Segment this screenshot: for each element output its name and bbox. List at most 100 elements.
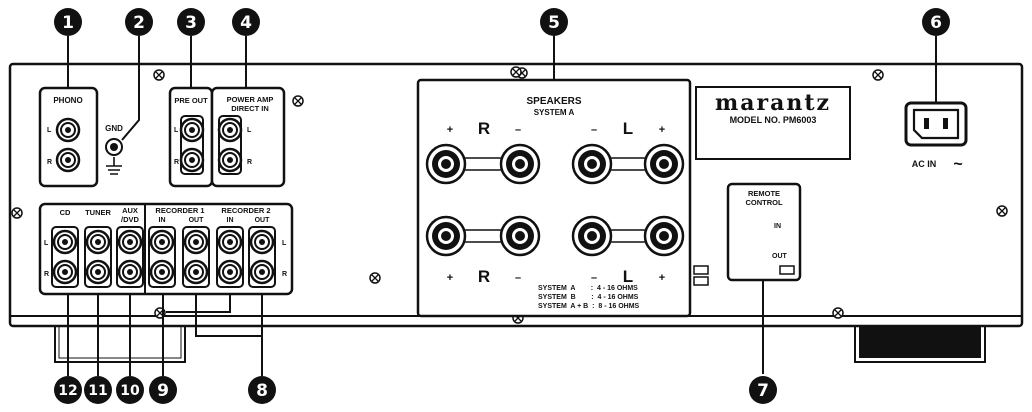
cd-l-jack[interactable] [52, 229, 78, 255]
power-amp-r-label: R [247, 159, 252, 166]
callout-marker: 8 [248, 376, 276, 404]
callout-marker: 7 [749, 376, 777, 404]
callout-number: 3 [185, 13, 197, 33]
spk-b-r-plus: + [447, 272, 453, 284]
spec-system-a: SYSTEM A : 4 - 16 OHMS [538, 285, 638, 292]
callout-marker: 3 [177, 8, 205, 36]
cd-r-jack[interactable] [52, 259, 78, 285]
spk-a-l-plus: + [659, 124, 665, 136]
inputs-l-label-right: L [282, 240, 287, 247]
spk-b-l-plus-terminal[interactable] [643, 215, 685, 257]
callout-number: 8 [256, 381, 268, 401]
phono-l-jack[interactable] [55, 117, 81, 143]
spk-a-l-minus: – [591, 124, 597, 136]
small-switch-1[interactable] [693, 265, 709, 275]
tuner-label: TUNER [85, 208, 111, 217]
spk-b-r-minus-terminal[interactable] [499, 215, 541, 257]
callout-number: 1 [62, 13, 74, 33]
rec2-out-l-jack[interactable] [249, 229, 275, 255]
inputs-l-label-left: L [44, 240, 49, 247]
rec1-in-label: IN [159, 217, 166, 224]
inputs-r-label-right: R [282, 271, 287, 278]
spec-system-b: SYSTEM B : 4 - 16 OHMS [538, 294, 639, 301]
spk-b-l-minus-terminal[interactable] [571, 215, 613, 257]
remote-switch[interactable] [779, 265, 795, 275]
callout-number: 12 [58, 383, 77, 399]
callout-number: 6 [930, 13, 942, 33]
spk-b-l-minus: – [591, 272, 597, 284]
rec1-out-r-jack[interactable] [183, 259, 209, 285]
brand-plate [695, 86, 851, 160]
rec1-in-r-jack[interactable] [149, 259, 175, 285]
cd-label: CD [60, 208, 71, 217]
pre-out-r-label: R [174, 159, 179, 166]
callout-number: 10 [120, 383, 140, 399]
spk-a-r-plus-terminal[interactable] [425, 143, 467, 185]
power-amp-r-jack[interactable] [217, 147, 243, 173]
leader-line [121, 36, 140, 141]
inputs-r-label-left: R [44, 271, 49, 278]
screw-icon [510, 66, 522, 78]
rec2-out-r-jack[interactable] [249, 259, 275, 285]
ground-symbol-icon [106, 157, 122, 175]
spk-a-l-label: L [623, 119, 633, 138]
callout-marker: 10 [116, 376, 144, 404]
tuner-l-jack[interactable] [85, 229, 111, 255]
small-switch-2[interactable] [693, 276, 709, 286]
spk-a-l-plus-terminal[interactable] [643, 143, 685, 185]
rec2-label: RECORDER 2 [221, 206, 270, 215]
spk-b-r-minus: – [515, 272, 521, 284]
ac-pin-left [924, 118, 929, 129]
screw-icon [11, 207, 23, 219]
phono-l-label: L [47, 127, 52, 134]
callout-marker: 1 [54, 8, 82, 36]
aux-r-jack[interactable] [117, 259, 143, 285]
pre-out-title: PRE OUT [174, 96, 208, 105]
aux-label-2: /DVD [121, 215, 140, 224]
remote-in-label: IN [774, 223, 781, 230]
callout-number: 5 [548, 13, 560, 33]
remote-title-1: REMOTE [748, 189, 780, 198]
leader-lines [67, 36, 937, 376]
screw-icon [292, 95, 304, 107]
screw-icon [153, 69, 165, 81]
screw-icon [369, 272, 381, 284]
power-amp-title-2: DIRECT IN [231, 104, 269, 113]
phono-r-jack[interactable] [55, 147, 81, 173]
power-amp-l-jack[interactable] [217, 117, 243, 143]
spk-b-r-plus-terminal[interactable] [425, 215, 467, 257]
rec1-out-l-jack[interactable] [183, 229, 209, 255]
spk-a-r-minus-terminal[interactable] [499, 143, 541, 185]
spk-a-r-minus: – [515, 124, 521, 136]
callout-number: 11 [88, 383, 107, 399]
pre-out-l-jack[interactable] [179, 117, 205, 143]
right-foot-pad [859, 326, 981, 358]
gnd-label: GND [105, 124, 123, 133]
aux-label-1: AUX [122, 206, 138, 215]
aux-l-jack[interactable] [117, 229, 143, 255]
callout-marker: 5 [540, 8, 568, 36]
phono-r-label: R [47, 159, 52, 166]
pre-out-r-jack[interactable] [179, 147, 205, 173]
remote-title-2: CONTROL [745, 198, 782, 207]
rec1-label: RECORDER 1 [155, 206, 204, 215]
spk-a-r-plus: + [447, 124, 453, 136]
gnd-terminal-core [110, 143, 118, 151]
screw-icon [872, 69, 884, 81]
rec2-in-l-jack[interactable] [217, 229, 243, 255]
ac-inlet[interactable] [912, 108, 960, 140]
screw-icon [996, 205, 1008, 217]
rec2-out-label: OUT [255, 217, 271, 224]
tuner-r-jack[interactable] [85, 259, 111, 285]
callout-number: 9 [157, 381, 169, 401]
spk-b-l-label: L [623, 267, 633, 286]
rec1-in-l-jack[interactable] [149, 229, 175, 255]
rec2-in-r-jack[interactable] [217, 259, 243, 285]
rec2-in-label: IN [227, 217, 234, 224]
callout-marker: 4 [232, 8, 260, 36]
spk-a-l-minus-terminal[interactable] [571, 143, 613, 185]
spec-system-ab: SYSTEM A + B : 8 - 16 OHMS [538, 303, 640, 310]
callout-marker: 9 [149, 376, 177, 404]
